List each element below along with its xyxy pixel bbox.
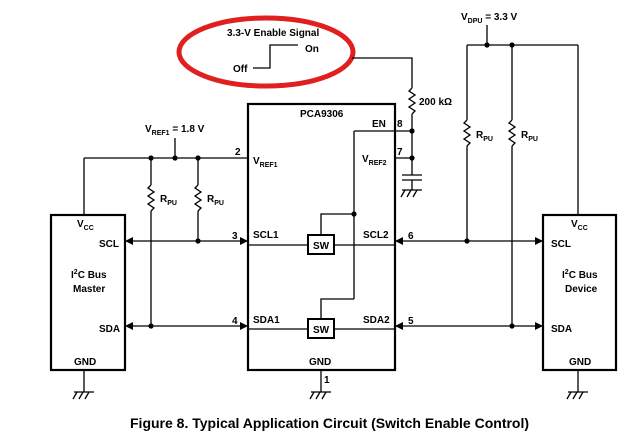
chip-gnd-label: GND (309, 357, 331, 368)
junction-scl-left (195, 238, 201, 244)
device-box (541, 213, 618, 372)
master-sda-label: SDA (99, 324, 120, 335)
chip-ground-icon (309, 391, 331, 400)
chip-scl1-label: SCL1 (253, 230, 279, 241)
resistor-200k-label: 200 kΩ (419, 97, 452, 108)
master-ground-icon (72, 391, 94, 400)
device-name-line2: Device (565, 284, 598, 295)
enable-signal-on-label: On (305, 44, 319, 55)
highlight-ellipse (176, 15, 356, 89)
device-name: I2C Bus (562, 269, 598, 281)
rpu-resistor-r1 (462, 119, 472, 147)
switch-control-scl (320, 213, 354, 235)
device-scl-label: SCL (551, 239, 571, 250)
pin-number-en: 8 (397, 119, 403, 130)
scl-switch-label: SW (313, 241, 330, 252)
junction-scl-right (464, 238, 470, 244)
pin-number-scl2: 6 (408, 231, 414, 242)
chip-vref1-label: VREF1 (253, 156, 278, 169)
master-scl-label: SCL (99, 239, 119, 250)
rpu-r2-label: RPU (521, 130, 538, 143)
master-name: I2C Bus (71, 269, 107, 281)
chip-name: PCA9306 (300, 109, 344, 120)
pin-number-scl1: 3 (232, 231, 238, 242)
figure-caption: Figure 8. Typical Application Circuit (S… (130, 415, 529, 431)
junction-sda-left (148, 323, 154, 329)
rpu-resistor-r2 (507, 119, 517, 147)
rpu-resistor-l2 (193, 184, 203, 212)
junction-en (409, 128, 415, 134)
device-vcc-label: VCC (571, 219, 588, 232)
rpu-r1-label: RPU (476, 130, 493, 143)
chip-vref2-label: VREF2 (362, 154, 387, 167)
pin-number-vref1: 2 (235, 147, 241, 158)
enable-step-waveform (253, 44, 298, 69)
switch-control-sda (320, 298, 354, 319)
enable-signal-title: 3.3-V Enable Signal (227, 28, 319, 39)
device-gnd-label: GND (569, 357, 591, 368)
chip-sda2-label: SDA2 (363, 315, 390, 326)
master-vcc-label: VCC (77, 219, 94, 232)
pin-number-sda1: 4 (232, 316, 238, 327)
master-box (49, 213, 127, 372)
device-ground-icon (566, 391, 588, 400)
resistor-200k (407, 87, 417, 115)
vdpu-label: VDPU = 3.3 V (461, 12, 518, 25)
pin-number-sda2: 5 (408, 316, 414, 327)
chip-sda1-label: SDA1 (253, 315, 280, 326)
junction-vref2 (409, 155, 415, 161)
capacitor-ground-icon (400, 189, 422, 198)
chip-en-label: EN (372, 119, 386, 130)
sda-switch-label: SW (313, 325, 330, 336)
device-sda-label: SDA (551, 324, 572, 335)
pin-number-vref2: 7 (397, 147, 403, 158)
vref1-supply-label: VREF1 = 1.8 V (145, 124, 205, 137)
enable-wire (352, 57, 413, 88)
pin-number-gnd: 1 (324, 375, 330, 386)
junction-switch-control (351, 211, 357, 217)
junction-vdpu-rail (484, 42, 490, 48)
master-gnd-label: GND (74, 357, 96, 368)
rpu-l2-label: RPU (207, 194, 224, 207)
junction-sda-right (509, 323, 515, 329)
enable-signal-off-label: Off (233, 64, 248, 75)
rpu-l1-label: RPU (160, 194, 177, 207)
chip-scl2-label: SCL2 (363, 230, 389, 241)
master-name-line2: Master (73, 284, 105, 295)
junction-vref1-supply (172, 155, 178, 161)
rpu-resistor-l1 (146, 184, 156, 212)
